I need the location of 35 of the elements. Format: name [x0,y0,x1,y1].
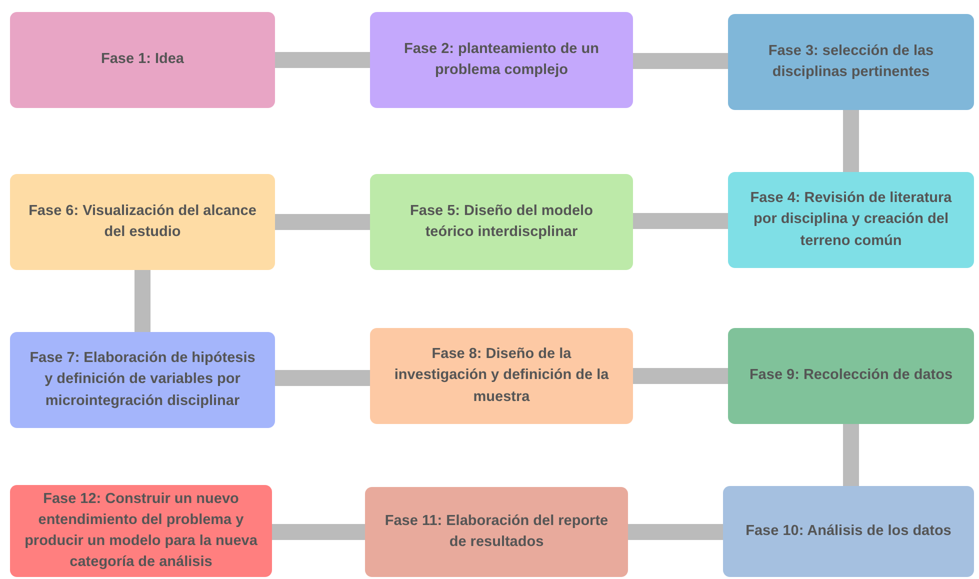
connector-line [275,214,370,230]
connector-line [272,524,365,540]
phase-box [370,174,633,270]
phase-label: Fase 11: Elaboración del reporte de resultados [384,512,610,552]
phase-label: Fase 8: Diseño de la investigación y definición de la muestra [393,345,610,406]
connector-line [843,110,859,172]
phase-label: Fase 12: Construir un nuevo entendimiento del problema y producir un modelo para la nueva categoría de análisis [24,490,258,572]
connector-line [633,213,728,229]
phase-box [370,12,633,108]
phase-label: Fase 5: Diseño del modelo teórico interdiscplinar [409,202,594,242]
phase-box [728,14,974,110]
phase-box [10,332,275,428]
phase-box [10,12,275,108]
phase-box [723,486,974,577]
connector-line [275,370,370,386]
phase-box [10,174,275,270]
phase-box [728,328,974,424]
phase-label: Fase 3: selección de las disciplinas pertinentes [767,42,935,82]
phase-label: Fase 4: Revisión de literatura por disciplina y creación del terreno común [749,189,953,250]
connector-line [628,524,723,540]
connector-line [633,53,728,69]
connector-line [843,424,859,486]
phase-label: Fase 6: Visualización del alcance del estudio [28,202,258,242]
phase-label: Fase 9: Recolección de datos [749,366,953,386]
phase-label: Fase 7: Elaboración de hipótesis y definición de variables por microintegración disciplinar [28,349,256,410]
phase-box [10,485,272,577]
connector-line [134,270,150,332]
phase-label: Fase 10: Análisis de los datos [746,522,952,541]
phase-label: Fase 2: planteamiento de un problema complejo [403,40,600,80]
phase-box [365,487,628,577]
phase-box [728,172,974,268]
connector-line [275,52,370,68]
phase-box [370,328,633,424]
connector-line [633,368,728,384]
phase-label: Fase 1: Idea [100,50,184,70]
